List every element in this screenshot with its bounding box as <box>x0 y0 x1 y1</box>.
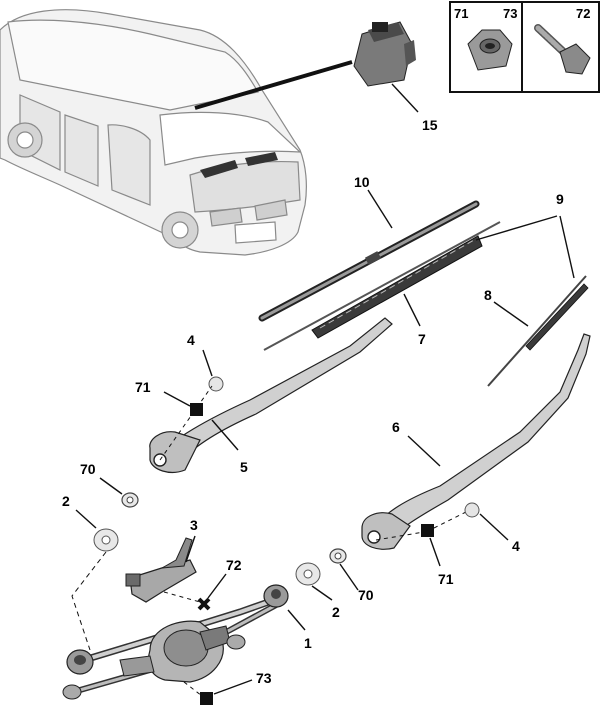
inset-label-71: 71 <box>454 6 468 21</box>
leader-line <box>99 477 123 495</box>
leader-line <box>407 435 441 467</box>
assembly-line <box>433 511 467 529</box>
leader-line <box>391 83 419 113</box>
part-15-sensor <box>353 21 416 87</box>
callout-72: 72 <box>226 557 242 573</box>
assembly-line <box>375 531 425 541</box>
part-4-cap <box>208 376 224 392</box>
callout-15: 15 <box>422 117 438 133</box>
leader-line <box>559 215 575 279</box>
leader-line <box>403 293 421 327</box>
leader-line <box>213 679 253 695</box>
callout-71-lower: 71 <box>438 571 454 587</box>
callout-1: 1 <box>304 635 312 651</box>
part-3-bracket <box>125 537 197 603</box>
part-71-marker <box>190 403 203 416</box>
part-4-cap <box>464 502 480 518</box>
callout-71-upper: 71 <box>135 379 151 395</box>
part-70-washer <box>329 548 347 564</box>
part-5-wiper-arm <box>149 317 393 473</box>
leader-line <box>429 537 441 567</box>
callout-5: 5 <box>240 459 248 475</box>
callout-10: 10 <box>354 174 370 190</box>
leader-line <box>475 215 558 241</box>
leader-line <box>207 573 227 599</box>
callout-3: 3 <box>190 517 198 533</box>
part-2-washer <box>295 562 321 586</box>
leader-line <box>367 189 393 229</box>
leader-line <box>163 391 191 407</box>
part-72-bolt-marker <box>197 597 211 611</box>
callout-9: 9 <box>556 191 564 207</box>
callout-70-left: 70 <box>80 461 96 477</box>
leader-line <box>339 563 359 591</box>
part-1-wiper-linkage <box>62 584 289 700</box>
inset-label-73: 73 <box>503 6 517 21</box>
leader-line <box>194 60 353 110</box>
inset-label-72: 72 <box>576 6 590 21</box>
callout-2-right: 2 <box>332 604 340 620</box>
callout-2-left: 2 <box>62 493 70 509</box>
hex-nut-icon <box>467 29 513 71</box>
leader-line <box>211 419 239 451</box>
leader-line <box>185 535 196 563</box>
part-71-marker <box>421 524 434 537</box>
assembly-line <box>71 551 107 651</box>
part-8-wiper-blade <box>487 275 589 387</box>
part-7-wiper-blade <box>263 221 501 351</box>
part-2-washer <box>93 528 119 552</box>
leader-line <box>287 609 306 631</box>
part-70-washer <box>121 492 139 508</box>
assembly-line <box>163 591 201 603</box>
callout-7: 7 <box>418 331 426 347</box>
callout-4-upper: 4 <box>187 332 195 348</box>
leader-line <box>479 513 509 541</box>
part-10-wiper-blade <box>258 200 480 322</box>
callout-8: 8 <box>484 287 492 303</box>
assembly-line <box>159 385 213 461</box>
hex-bolt-icon <box>534 24 591 75</box>
fastener-inset <box>449 1 600 93</box>
leader-line <box>75 509 97 529</box>
callout-73: 73 <box>256 670 272 686</box>
callout-6: 6 <box>392 419 400 435</box>
part-73-marker <box>200 692 213 705</box>
callout-4-lower: 4 <box>512 538 520 554</box>
leader-line <box>202 349 213 377</box>
part-6-wiper-arm <box>361 333 591 550</box>
leader-line <box>311 585 333 601</box>
assembly-line <box>183 681 203 697</box>
vehicle-illustration <box>0 9 307 256</box>
leader-line <box>493 301 529 327</box>
callout-70-right: 70 <box>358 587 374 603</box>
